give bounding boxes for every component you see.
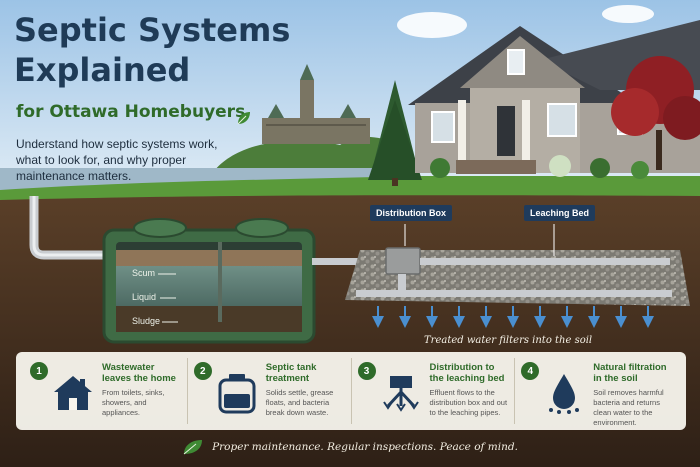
septic-tank xyxy=(102,218,316,344)
red-maple-tree xyxy=(611,56,700,170)
step-title: Distribution to the leaching bed xyxy=(429,362,505,384)
step-title: Natural filtration in the soil xyxy=(593,362,667,384)
leaching-pipe xyxy=(420,258,670,265)
step-title: Wastewater leaves the home xyxy=(102,362,176,384)
step-3: 3 Distribution to the leaching bed Efflu… xyxy=(350,358,515,424)
step-number: 2 xyxy=(193,362,212,380)
water-drop-icon xyxy=(549,374,580,414)
tank-icon xyxy=(218,374,256,414)
distant-trees xyxy=(215,136,410,172)
step-description: From toilets, sinks, showers, and applia… xyxy=(102,388,165,417)
intro-text: Understand how septic systems work, what… xyxy=(16,137,218,183)
step-description: Soil removes harmful bacteria and return… xyxy=(593,388,664,427)
page-subtitle: for Ottawa Homebuyers xyxy=(16,102,246,122)
step-2: 2 Septic tank treatment Solids settle, g… xyxy=(186,358,351,424)
house-icon xyxy=(54,376,92,410)
liquid-layer xyxy=(116,266,302,306)
footer: Proper maintenance. Regular inspections.… xyxy=(0,438,700,456)
inlet-pipe-highlight xyxy=(32,196,108,257)
title-line-2: Explained xyxy=(14,51,191,89)
footer-tagline: Proper maintenance. Regular inspections.… xyxy=(212,441,518,453)
cloud xyxy=(602,5,654,23)
tank-lid xyxy=(235,218,289,238)
distribution-icon xyxy=(382,376,419,412)
scum-layer xyxy=(116,250,302,266)
step-description: Effluent flows to the distribution box a… xyxy=(429,388,508,417)
sludge-layer xyxy=(116,306,302,332)
step-description: Solids settle, grease floats, and bacter… xyxy=(265,388,334,417)
leaching-bed-label: Leaching Bed xyxy=(524,205,596,221)
step-1: 1 Wastewater leaves the home From toilet… xyxy=(24,358,187,424)
step-number: 4 xyxy=(521,362,540,380)
step-number: 3 xyxy=(357,362,376,380)
sludge-label: Sludge xyxy=(132,316,161,326)
filtration-arrows xyxy=(372,306,654,328)
leaf-icon xyxy=(183,440,203,455)
cloud xyxy=(397,12,467,38)
liquid-label: Liquid xyxy=(132,292,157,302)
parliament-building xyxy=(262,64,370,144)
shrubs xyxy=(430,155,649,179)
steps-panel: 1 Wastewater leaves the home From toilet… xyxy=(16,352,686,430)
distribution-box-label: Distribution Box xyxy=(370,205,452,221)
filter-caption: Treated water filters into the soil xyxy=(424,335,593,346)
tank-lid xyxy=(133,218,187,238)
leaf-icon xyxy=(237,112,250,125)
outlet-pipe xyxy=(312,258,392,265)
step-title: Septic tank treatment xyxy=(265,362,317,384)
step-4: 4 Natural filtration in the soil Soil re… xyxy=(514,358,678,427)
step-number: 1 xyxy=(30,362,48,380)
scum-label: Scum xyxy=(132,268,156,278)
evergreen-tree xyxy=(368,80,422,186)
page-title: Septic Systems Explained xyxy=(14,10,290,90)
leaching-pipe xyxy=(356,290,672,297)
title-line-1: Septic Systems xyxy=(14,11,291,49)
